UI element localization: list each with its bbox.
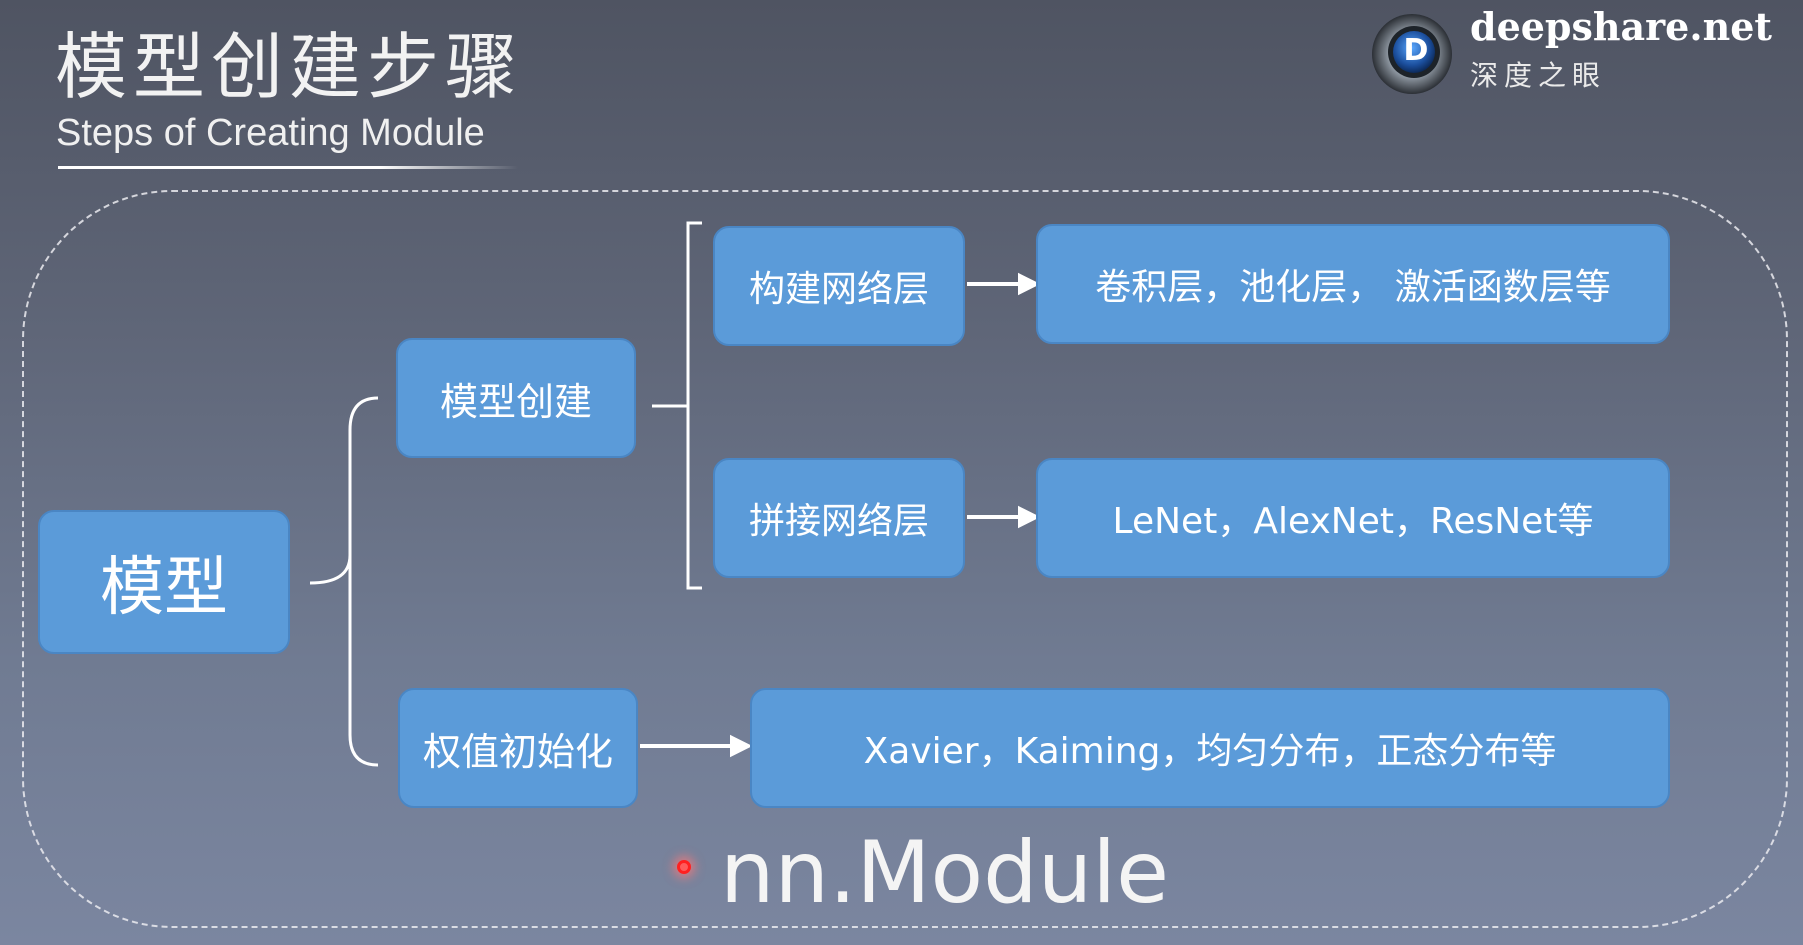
node-init-weights-label: 权值初始化	[422, 729, 613, 774]
node-concat-layers-desc: LeNet，AlexNet，ResNet等	[1036, 458, 1670, 578]
node-concat-layers-label: 拼接网络层	[748, 501, 929, 542]
logo-letter: D	[1403, 33, 1429, 68]
node-model-label: 模型	[100, 551, 228, 625]
root-brace	[309, 396, 379, 767]
node-concat-layers: 拼接网络层	[713, 458, 965, 578]
logo-cn-name: 深度之眼	[1470, 59, 1607, 92]
node-init-weights-desc: Xavier，Kaiming，均匀分布，正态分布等	[750, 688, 1670, 808]
logo-name[interactable]: deepshare.net	[1470, 4, 1772, 49]
page-title: 模型创建步骤	[55, 25, 524, 109]
node-init-weights-desc-label: Xavier，Kaiming，均匀分布，正态分布等	[863, 731, 1557, 772]
page-subtitle: Steps of Creating Module	[56, 112, 485, 154]
create-bracket	[652, 221, 702, 590]
node-build-layers: 构建网络层	[713, 226, 965, 346]
node-model-create: 模型创建	[396, 338, 636, 458]
node-model-create-label: 模型创建	[439, 379, 592, 424]
diagram-frame	[22, 190, 1788, 928]
node-build-layers-label: 构建网络层	[748, 269, 929, 310]
cursor-pointer-dot	[677, 860, 691, 874]
deepshare-eye-logo-icon	[1372, 14, 1452, 94]
node-concat-layers-desc-label: LeNet，AlexNet，ResNet等	[1112, 501, 1594, 542]
node-init-weights: 权值初始化	[398, 688, 638, 808]
nn-module-label: nn.Module	[720, 823, 1170, 923]
node-build-layers-desc: 卷积层，池化层， 激活函数层等	[1036, 224, 1670, 344]
node-model: 模型	[38, 510, 290, 654]
node-build-layers-desc-label: 卷积层，池化层， 激活函数层等	[1095, 267, 1611, 308]
title-underline	[58, 166, 518, 169]
